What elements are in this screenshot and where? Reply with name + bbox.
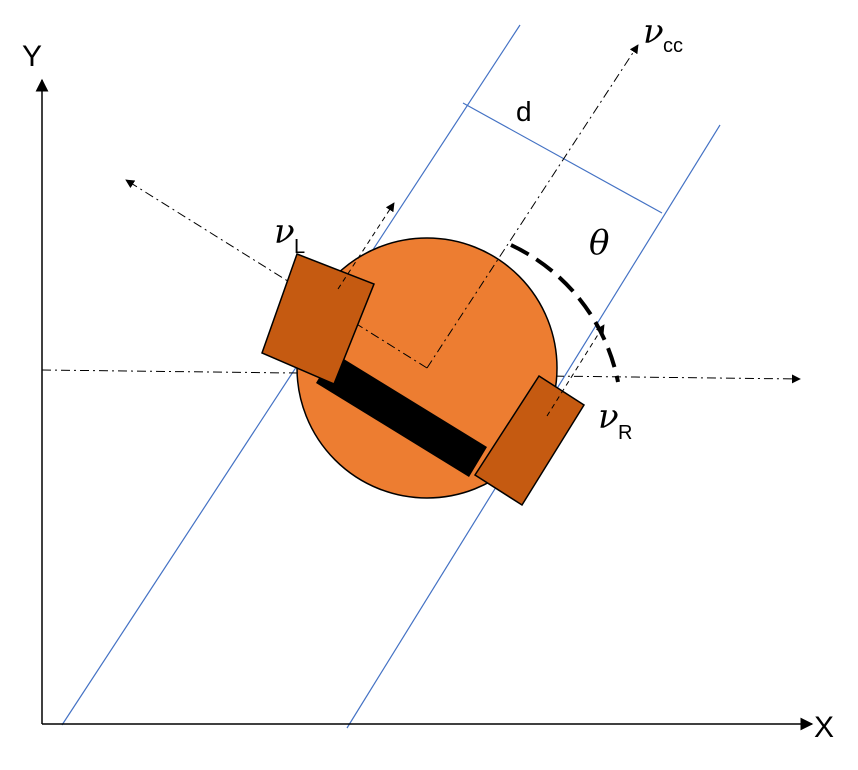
center-velocity-symbol: ν (643, 12, 664, 52)
x-axis-label: X (814, 711, 834, 744)
left-wheel-velocity-arrow (337, 202, 395, 290)
distance-label: d (516, 96, 532, 127)
distance-indicator-line (462, 102, 663, 214)
horizontal-reference-line (41, 369, 801, 384)
axle-bar (316, 353, 487, 477)
center-velocity-line (426, 44, 639, 369)
left-track-line (61, 24, 521, 726)
right-wheel (473, 374, 586, 507)
right-velocity-subscript: R (618, 422, 632, 444)
perpendicular-axis-line (125, 179, 428, 369)
heading-angle-arc (510, 243, 620, 383)
y-axis-label: Y (22, 40, 42, 73)
angle-label: θ (589, 223, 609, 263)
left-velocity-symbol: ν (274, 212, 295, 252)
right-velocity-symbol: ν (598, 397, 619, 437)
center-velocity-subscript: cc (663, 35, 683, 57)
left-velocity-subscript: L (294, 236, 305, 258)
